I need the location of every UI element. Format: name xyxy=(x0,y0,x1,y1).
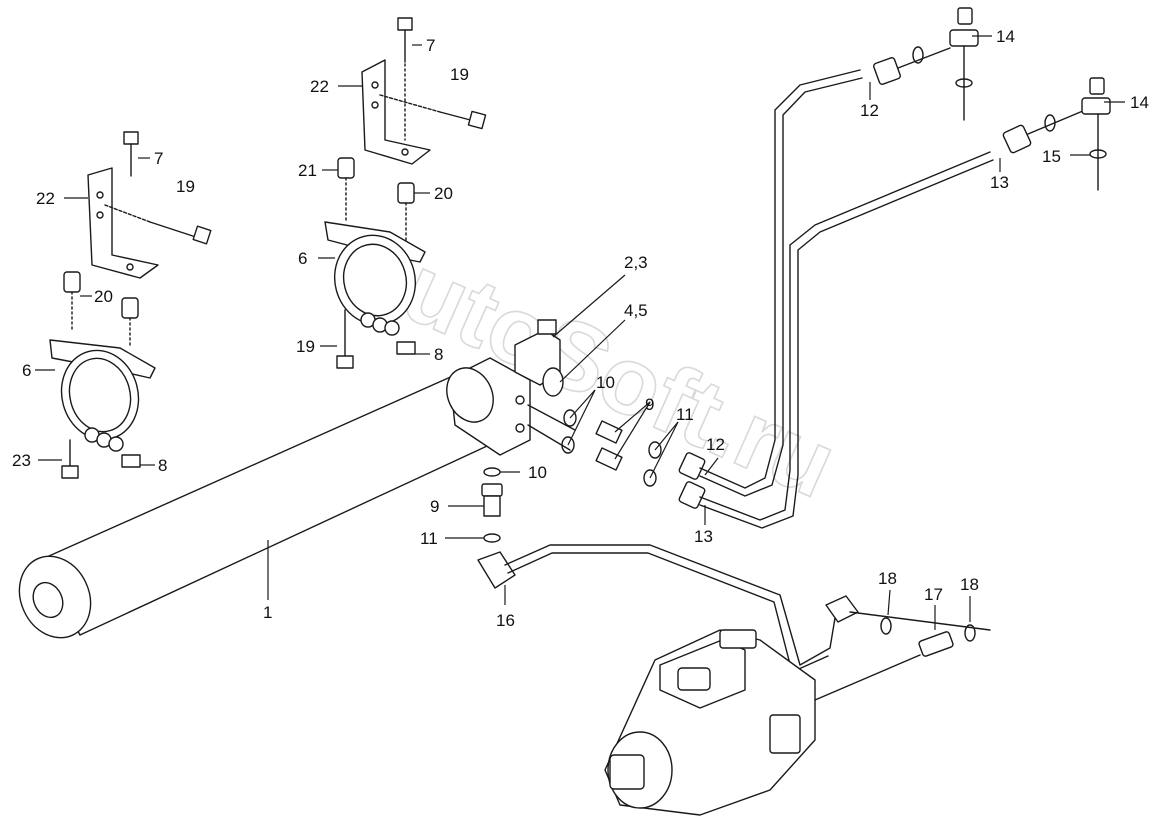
callout-18-right: 18 xyxy=(960,575,979,594)
callout-18-left: 18 xyxy=(878,569,897,588)
callout-20-center: 20 xyxy=(434,184,453,203)
callout-1: 1 xyxy=(263,603,272,622)
callout-leaders xyxy=(35,35,1125,630)
callout-14-right: 14 xyxy=(1130,93,1149,112)
callout-7-center: 7 xyxy=(426,36,435,55)
callout-16: 16 xyxy=(496,611,515,630)
callout-23: 23 xyxy=(12,451,31,470)
valve-block xyxy=(514,274,626,451)
fittings-and-tubes xyxy=(477,7,1111,673)
callout-9-upper: 9 xyxy=(645,395,654,414)
callout-22-left: 22 xyxy=(36,189,55,208)
callout-17: 17 xyxy=(924,585,943,604)
callout-22-center: 22 xyxy=(310,77,329,96)
callout-10-upper: 10 xyxy=(596,373,615,392)
callout-10-lower: 10 xyxy=(528,463,547,482)
callout-11-upper: 11 xyxy=(676,405,694,424)
callout-13-upper: 13 xyxy=(990,173,1009,192)
callout-19-left: 19 xyxy=(176,177,195,196)
callout-8-left: 8 xyxy=(158,456,167,475)
main-cylinder xyxy=(18,357,531,639)
callout-13-lower: 13 xyxy=(694,527,713,546)
callout-6-left: 6 xyxy=(22,361,31,380)
callout-15: 15 xyxy=(1042,147,1061,166)
hydraulic-pump xyxy=(604,629,921,816)
callout-14-upper: 14 xyxy=(996,27,1015,46)
callout-8-center: 8 xyxy=(434,345,443,364)
callout-2-3: 2,3 xyxy=(624,253,648,272)
callout-9-lower: 9 xyxy=(430,497,439,516)
left-clamp-assembly xyxy=(49,131,212,479)
callout-19-center-top: 19 xyxy=(450,65,469,84)
callout-7-left: 7 xyxy=(154,149,163,168)
callout-11-lower: 11 xyxy=(420,529,438,548)
center-clamp-assembly xyxy=(324,17,487,369)
callout-12-upper: 12 xyxy=(860,101,879,120)
callout-4-5: 4,5 xyxy=(624,301,648,320)
callout-21: 21 xyxy=(298,161,317,180)
callout-labels: 7 19 22 21 20 6 19 8 7 19 22 20 6 23 8 2… xyxy=(12,27,1149,630)
callout-20-left: 20 xyxy=(94,287,113,306)
callout-19-center-bottom: 19 xyxy=(296,337,315,356)
callout-12-lower: 12 xyxy=(706,435,725,454)
callout-6-center: 6 xyxy=(298,249,307,268)
